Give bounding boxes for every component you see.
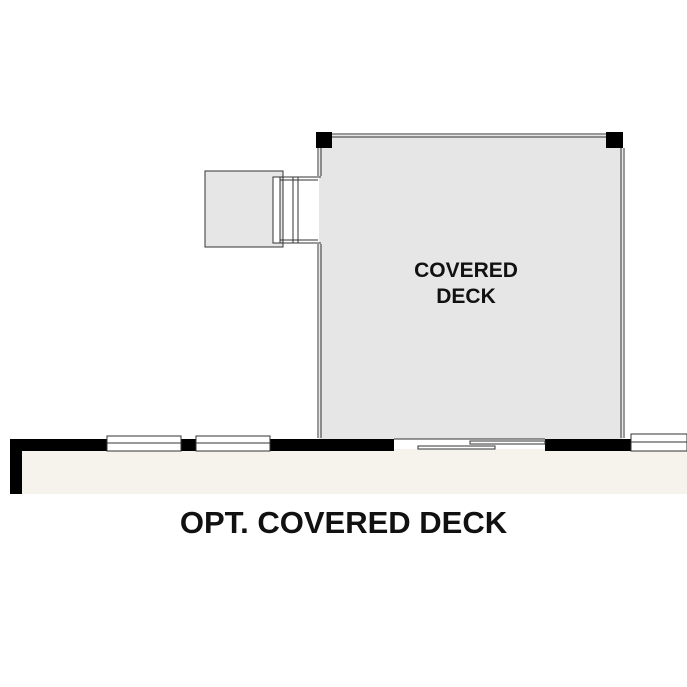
room-label-line2: DECK	[436, 285, 496, 308]
deck-stairs	[272, 176, 321, 244]
deck-post	[316, 132, 332, 148]
room-label-line1: COVERED	[414, 259, 518, 282]
deck-post	[606, 132, 623, 148]
sliding-door	[394, 438, 546, 450]
interior-floor	[22, 449, 687, 494]
deck-stairs-landing	[204, 170, 284, 248]
covered-deck-area	[319, 135, 623, 439]
exterior-wall	[10, 439, 631, 494]
plan-caption: OPT. COVERED DECK	[179, 505, 508, 540]
window	[106, 433, 687, 452]
deck-outline	[317, 133, 625, 438]
room-label: COVERED DECK	[378, 258, 554, 310]
